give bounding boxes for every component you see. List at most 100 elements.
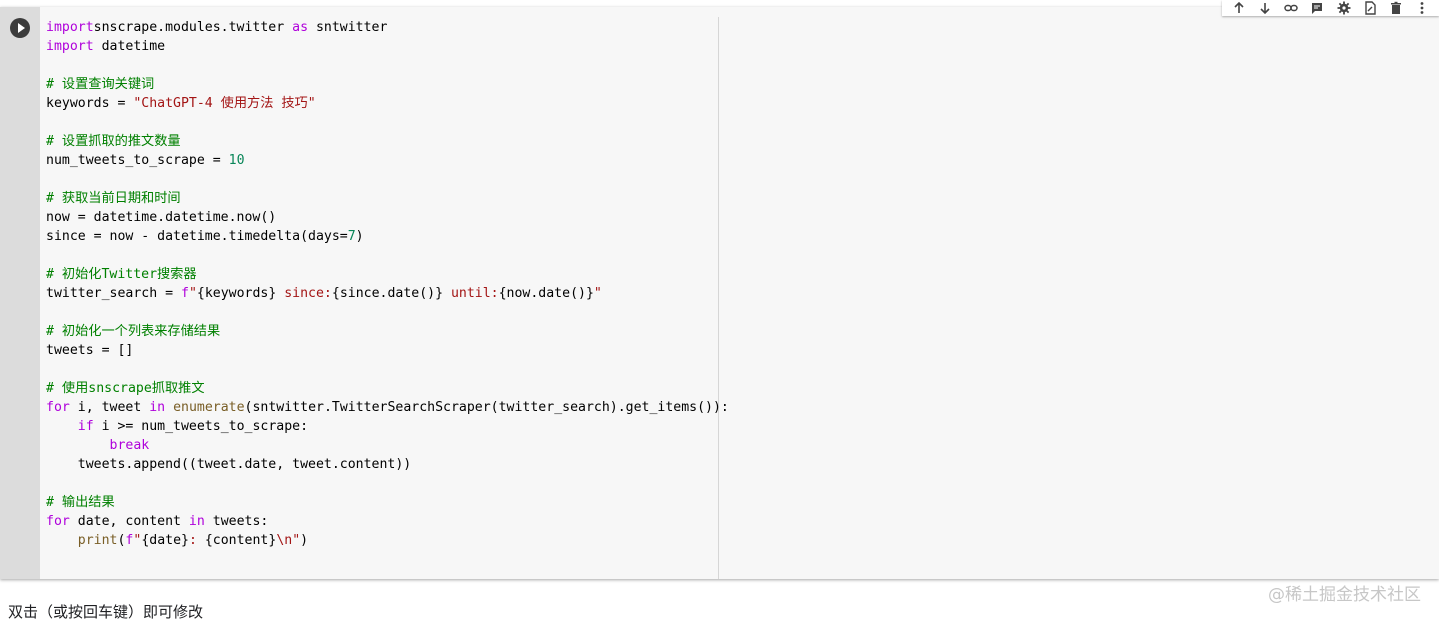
code-token: {date} [141, 533, 189, 548]
code-token: ) [355, 229, 364, 244]
code-token: {keywords} [196, 286, 277, 301]
move-down-icon[interactable] [1257, 1, 1273, 15]
code-token: # 设置查询关键词 [46, 77, 155, 92]
code-token: (sntwitter.TwitterSearchScraper(twitter_… [244, 400, 729, 415]
code-token: in [149, 400, 166, 415]
code-token: i >= num_tweets_to_scrape: [93, 419, 309, 434]
code-token [46, 533, 78, 548]
code-line: twitter_search = f"{keywords} since:{sin… [46, 284, 729, 303]
watermark: @稀土掘金技术社区 [1268, 585, 1421, 605]
code-line: for i, tweet in enumerate(sntwitter.Twit… [46, 398, 729, 417]
code-line [46, 360, 729, 379]
code-line: # 设置抓取的推文数量 [46, 132, 729, 151]
code-token: print [77, 533, 118, 548]
code-token: \n" [276, 533, 301, 548]
code-token: in [188, 514, 205, 529]
code-line [46, 246, 729, 265]
code-token: since = now - datetime.timedelta(days= [46, 229, 348, 244]
code-token: # 使用snscrape抓取推文 [46, 381, 205, 396]
code-token: {content} [204, 533, 277, 548]
code-line: keywords = "ChatGPT-4 使用方法 技巧" [46, 94, 729, 113]
code-line: # 获取当前日期和时间 [46, 189, 729, 208]
cell-toolbar [1222, 0, 1439, 16]
code-token: # 初始化一个列表来存储结果 [46, 324, 221, 339]
code-line: importsnscrape.modules.twitter as sntwit… [46, 18, 729, 37]
code-line [46, 56, 729, 75]
code-token: until: [443, 286, 499, 301]
code-token: tweets: [204, 514, 269, 529]
code-line: since = now - datetime.timedelta(days=7) [46, 227, 729, 246]
code-token: snscrape.modules.twitter [93, 20, 293, 35]
code-token: tweets = [] [46, 343, 134, 358]
code-line [46, 113, 729, 132]
code-line: num_tweets_to_scrape = 10 [46, 151, 729, 170]
move-up-icon[interactable] [1231, 1, 1247, 15]
code-line: if i >= num_tweets_to_scrape: [46, 417, 729, 436]
code-line: # 使用snscrape抓取推文 [46, 379, 729, 398]
code-line: for date, content in tweets: [46, 512, 729, 531]
code-token: " [593, 286, 602, 301]
code-token: break [109, 438, 150, 453]
open-editor-icon[interactable] [1362, 1, 1378, 15]
code-token: twitter_search = [46, 286, 181, 301]
code-line [46, 303, 729, 322]
comment-icon[interactable] [1309, 1, 1325, 15]
code-token: 7 [347, 229, 356, 244]
code-line: # 设置查询关键词 [46, 75, 729, 94]
code-token: for [46, 514, 70, 529]
edit-hint[interactable]: 双击（或按回车键）即可修改 [8, 603, 204, 621]
code-token: now = datetime.datetime.now() [46, 210, 277, 225]
code-line [46, 170, 729, 189]
code-line: # 输出结果 [46, 493, 729, 512]
code-token: 10 [228, 153, 245, 168]
code-token: # 设置抓取的推文数量 [46, 134, 181, 149]
code-line: now = datetime.datetime.now() [46, 208, 729, 227]
code-token: enumerate [173, 400, 245, 415]
code-token: since: [276, 286, 332, 301]
code-line: import datetime [46, 37, 729, 56]
code-token: sntwitter [308, 20, 388, 35]
cell-gutter [0, 7, 40, 579]
link-icon[interactable] [1283, 1, 1299, 15]
code-editor[interactable]: importsnscrape.modules.twitter as sntwit… [46, 18, 729, 550]
play-icon [18, 23, 25, 33]
more-icon[interactable] [1414, 1, 1430, 15]
code-token: {since.date()} [331, 286, 444, 301]
code-line: # 初始化一个列表来存储结果 [46, 322, 729, 341]
code-token [46, 419, 78, 434]
code-token: keywords = [46, 96, 134, 111]
code-cell[interactable]: importsnscrape.modules.twitter as sntwit… [0, 7, 1439, 579]
code-token: : [188, 533, 205, 548]
code-token: {now.date()} [498, 286, 594, 301]
code-token: for [46, 400, 70, 415]
code-token: i, tweet [69, 400, 150, 415]
code-line: print(f"{date}: {content}\n") [46, 531, 729, 550]
code-token: datetime [93, 39, 166, 54]
code-line: tweets = [] [46, 341, 729, 360]
code-token: as [292, 20, 309, 35]
code-token: tweets.append((tweet.date, tweet.content… [46, 457, 412, 472]
code-token: f [125, 533, 134, 548]
run-cell-button[interactable] [10, 18, 30, 38]
code-line [46, 474, 729, 493]
line-length-ruler [718, 17, 719, 579]
settings-icon[interactable] [1336, 1, 1352, 15]
code-token: "ChatGPT-4 使用方法 技巧" [133, 96, 316, 111]
code-line: tweets.append((tweet.date, tweet.content… [46, 455, 729, 474]
code-token: " [133, 533, 142, 548]
code-token: ) [300, 533, 309, 548]
code-token: # 初始化Twitter搜索器 [46, 267, 197, 282]
code-token: import [46, 39, 94, 54]
code-token [165, 400, 173, 415]
delete-icon[interactable] [1388, 1, 1404, 15]
code-token: num_tweets_to_scrape = [46, 153, 229, 168]
code-token: # 输出结果 [46, 495, 115, 510]
code-token: date, content [69, 514, 189, 529]
code-token: import [46, 20, 94, 35]
code-token: " [188, 286, 197, 301]
code-line: # 初始化Twitter搜索器 [46, 265, 729, 284]
code-token: # 获取当前日期和时间 [46, 191, 181, 206]
code-token: ( [117, 533, 126, 548]
code-token [46, 438, 110, 453]
code-line: break [46, 436, 729, 455]
